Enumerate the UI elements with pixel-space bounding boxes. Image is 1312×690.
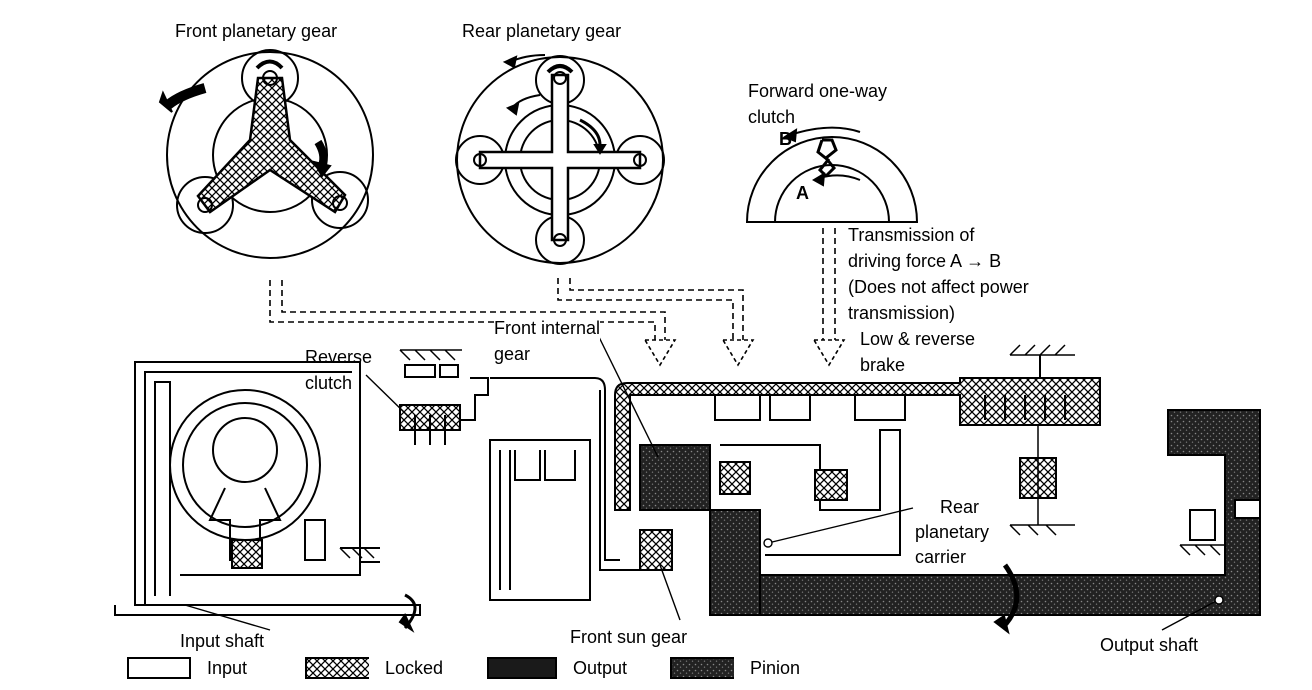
transmission-note-2-text: driving force A [848, 251, 962, 271]
leader-lines [184, 334, 1224, 631]
input-shaft-label: Input shaft [180, 631, 265, 651]
reverse-clutch-label-1: Reverse [305, 347, 373, 367]
legend-swatch-output [487, 657, 557, 679]
legend-swatch-pinion [670, 657, 734, 679]
front-planetary-gear-label: Front planetary gear [175, 21, 338, 41]
output-shaft-label: Output shaft [1100, 635, 1199, 655]
legend-item-locked: Locked [305, 655, 443, 681]
front-internal-gear-label-2: gear [494, 344, 531, 364]
legend-label-locked: Locked [385, 658, 444, 678]
transmission-note-1: Transmission of [848, 225, 975, 245]
forward-one-way-clutch-label-2: clutch [748, 107, 796, 127]
transmission-assembly [114, 344, 1261, 635]
front-sun-gear-label: Front sun gear [570, 627, 688, 647]
legend-label-output: Output [573, 658, 628, 678]
dashed-arrowheads [643, 339, 846, 367]
rear-planetary-carrier-label-3: carrier [915, 547, 967, 567]
forward-one-way-clutch-label-1: Forward one-way [748, 81, 888, 101]
dashed-connectors [269, 228, 836, 340]
legend-item-pinion: Pinion [670, 655, 800, 681]
transmission-note-2-end: B [989, 251, 1002, 271]
front-internal-gear-label-1: Front internal [494, 315, 601, 341]
rear-planetary-carrier-label-2: planetary [915, 522, 990, 542]
low-reverse-brake-label-1: Low & reverse [860, 326, 976, 352]
rear-planetary-carrier-label-1: Rear [940, 497, 980, 517]
legend-item-output: Output [487, 655, 627, 681]
rear-planetary-gear [455, 54, 665, 265]
rear-planetary-gear-label: Rear planetary gear [462, 21, 622, 41]
low-reverse-brake-label-2: brake [860, 355, 906, 375]
point-b-label: B [779, 129, 792, 149]
arrow-right-icon: → [966, 251, 985, 271]
transmission-note-3: (Does not affect power [848, 277, 1029, 297]
legend-swatch-input [127, 657, 191, 679]
legend-item-input: Input [127, 655, 247, 681]
reverse-clutch-label-2: clutch [305, 373, 353, 393]
front-planetary-gear [158, 49, 374, 259]
transmission-note-2: driving force A → B [848, 248, 1001, 274]
point-a-label: A [796, 183, 809, 203]
legend-label-pinion: Pinion [750, 658, 801, 678]
transmission-note-4: transmission) [848, 303, 956, 323]
legend-swatch-locked [305, 657, 369, 679]
forward-one-way-clutch [745, 126, 919, 223]
legend-label-input: Input [207, 658, 248, 678]
